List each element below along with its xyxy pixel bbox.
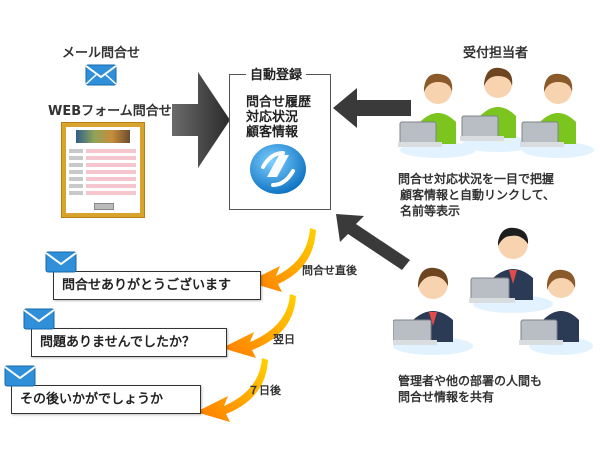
- staff-caption-line-1: 問合せ対応状況を一目で把握: [398, 172, 555, 186]
- managers-illustration: [393, 227, 593, 355]
- followup-timing-1: 問合せ直後: [302, 264, 357, 277]
- manager-person-left: [393, 267, 473, 355]
- followup-arrow-1: [248, 228, 316, 292]
- staff-caption-line-2: 顧客情報と自動リンクして、: [400, 188, 556, 202]
- system-info-customer: 顧客情報: [246, 125, 299, 140]
- reception-staff-title: 受付担当者: [463, 46, 529, 61]
- managers-caption-line-1: 管理者や他の部署の人間も: [398, 374, 543, 388]
- mail-envelope-icon: [85, 64, 117, 86]
- followup-timing-3: ７日後: [248, 384, 281, 397]
- followup-mail-icon-1: [45, 251, 77, 273]
- followup-message-3: その後いかがでしょうか: [11, 385, 201, 414]
- system-info-status: 対応状況: [246, 110, 299, 125]
- managers-to-system-arrow: [336, 214, 410, 270]
- mail-inquiry-label: メール問合せ: [62, 46, 141, 61]
- manager-person-back: [469, 227, 553, 313]
- followup-arrow-3: [196, 358, 268, 422]
- managers-caption: 管理者や他の部署の人間も 問合せ情報を共有: [398, 373, 542, 405]
- system-info-list: 問合せ履歴 対応状況 顧客情報: [246, 95, 311, 140]
- staff-caption: 問合せ対応状況を一目で把握 顧客情報と自動リンクして、 名前等表示: [398, 171, 555, 219]
- followup-mail-icon-2: [23, 308, 55, 330]
- manager-person-right: [519, 269, 593, 355]
- followup-mail-icon-3: [4, 365, 36, 387]
- followup-message-2: 問題ありませんでしたか？: [31, 328, 227, 357]
- web-form-thumbnail: [61, 122, 145, 218]
- staff-person-3: [520, 73, 594, 158]
- followup-timing-2: 翌日: [273, 333, 295, 346]
- reception-staff-illustration: [398, 67, 594, 158]
- inputs-to-system-arrow: [172, 72, 230, 168]
- product-logo-icon: [250, 144, 306, 194]
- followup-arrow-2: [222, 294, 296, 358]
- staff-caption-line-3: 名前等表示: [400, 204, 461, 218]
- staff-person-2: [460, 67, 534, 152]
- staff-to-system-arrow: [333, 88, 411, 128]
- staff-person-1: [398, 73, 476, 158]
- followup-arrows: [196, 228, 316, 422]
- followup-message-1: 問合せありがとうございます: [53, 271, 261, 300]
- managers-caption-line-2: 問合せ情報を共有: [398, 390, 495, 404]
- system-info-history: 問合せ履歴: [246, 95, 312, 110]
- auto-registration-title: 自動登録: [246, 64, 307, 83]
- web-form-inquiry-label: WEBフォーム問合せ: [48, 104, 172, 119]
